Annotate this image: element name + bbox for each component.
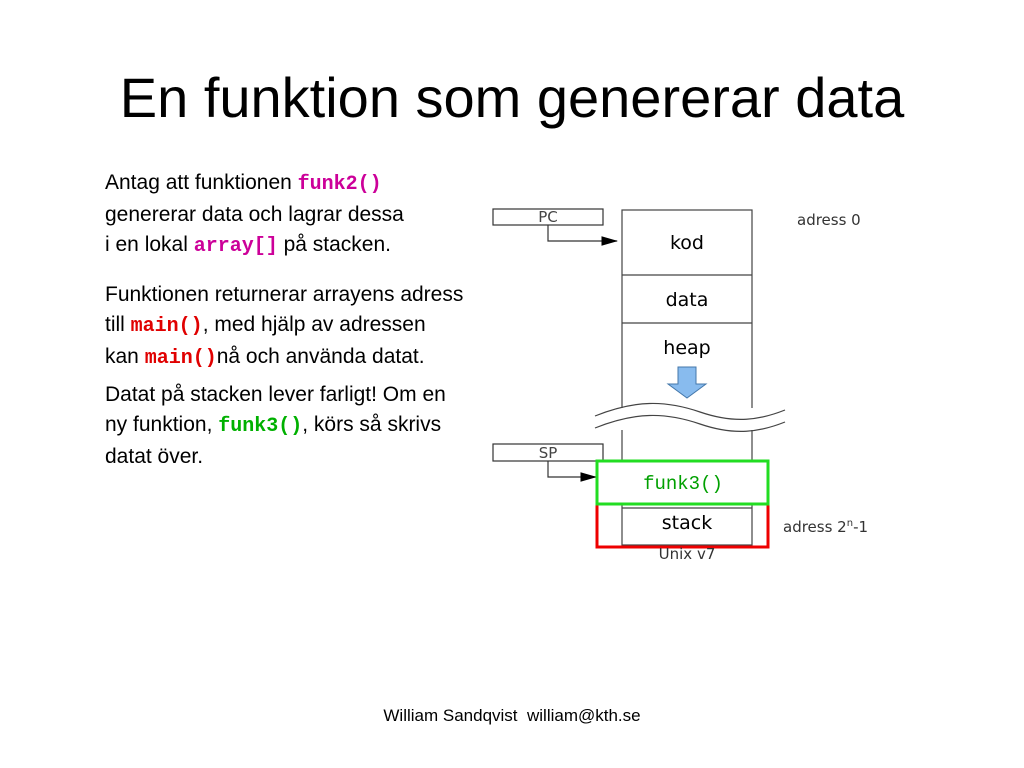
segment-kod-label: kod [670,232,704,254]
text: Funktionen returnerar arrayens adress [105,283,464,306]
text: i en lokal [105,233,194,256]
footer-author: William Sandqvist [383,706,518,725]
text: ny funktion, [105,413,219,436]
code-array: array[] [193,235,278,258]
segment-data-label: data [666,289,709,311]
break-wave-bottom [594,414,786,432]
code-main: main() [144,347,217,370]
text: genererar data och lagrar dessa [105,203,404,226]
diagram-caption: Unix v7 [659,545,716,563]
funk3-frame-label: funk3() [643,473,723,495]
pc-pointer-arrow [547,225,619,246]
funk3-frame-box [595,459,770,506]
slide-title: En funktion som genererar data [119,66,905,129]
break-wave-top [594,402,786,420]
sp-pointer-arrow [547,461,598,482]
text: , körs så skrivs [302,413,442,436]
text: nå och använda datat. [216,345,425,368]
text: Datat på stacken lever farligt! Om en [105,383,446,406]
code-funk2: funk2() [297,173,382,196]
code-main: main() [130,315,203,338]
footer-email: william@kth.se [526,706,641,725]
address-top-label: adress 0 [797,211,861,229]
text: till [105,313,131,336]
footer: William Sandqvist william@kth.se [0,706,1024,726]
paragraph-danger: Datat på stacken lever farligt! Om en ny… [105,380,446,472]
paragraph-return: Funktionen returnerar arrayens adress ti… [105,280,463,374]
paragraph-funk2: Antag att funktionen funk2() genererar d… [105,168,404,262]
text: Antag att funktionen [105,171,298,194]
pc-label: PC [538,208,558,226]
text: på stacken. [277,233,391,256]
code-funk3: funk3() [218,415,303,438]
break-mask [595,408,785,430]
text: kan [105,345,145,368]
text: , med hjälp av adressen [202,313,426,336]
sp-label: SP [539,444,558,462]
text: datat över. [105,445,204,468]
heap-growth-arrow-icon [666,366,708,399]
address-bottom-label: adress 2n-1 [783,518,868,536]
segment-stack-label: stack [662,512,712,534]
segment-heap-label: heap [663,337,710,359]
